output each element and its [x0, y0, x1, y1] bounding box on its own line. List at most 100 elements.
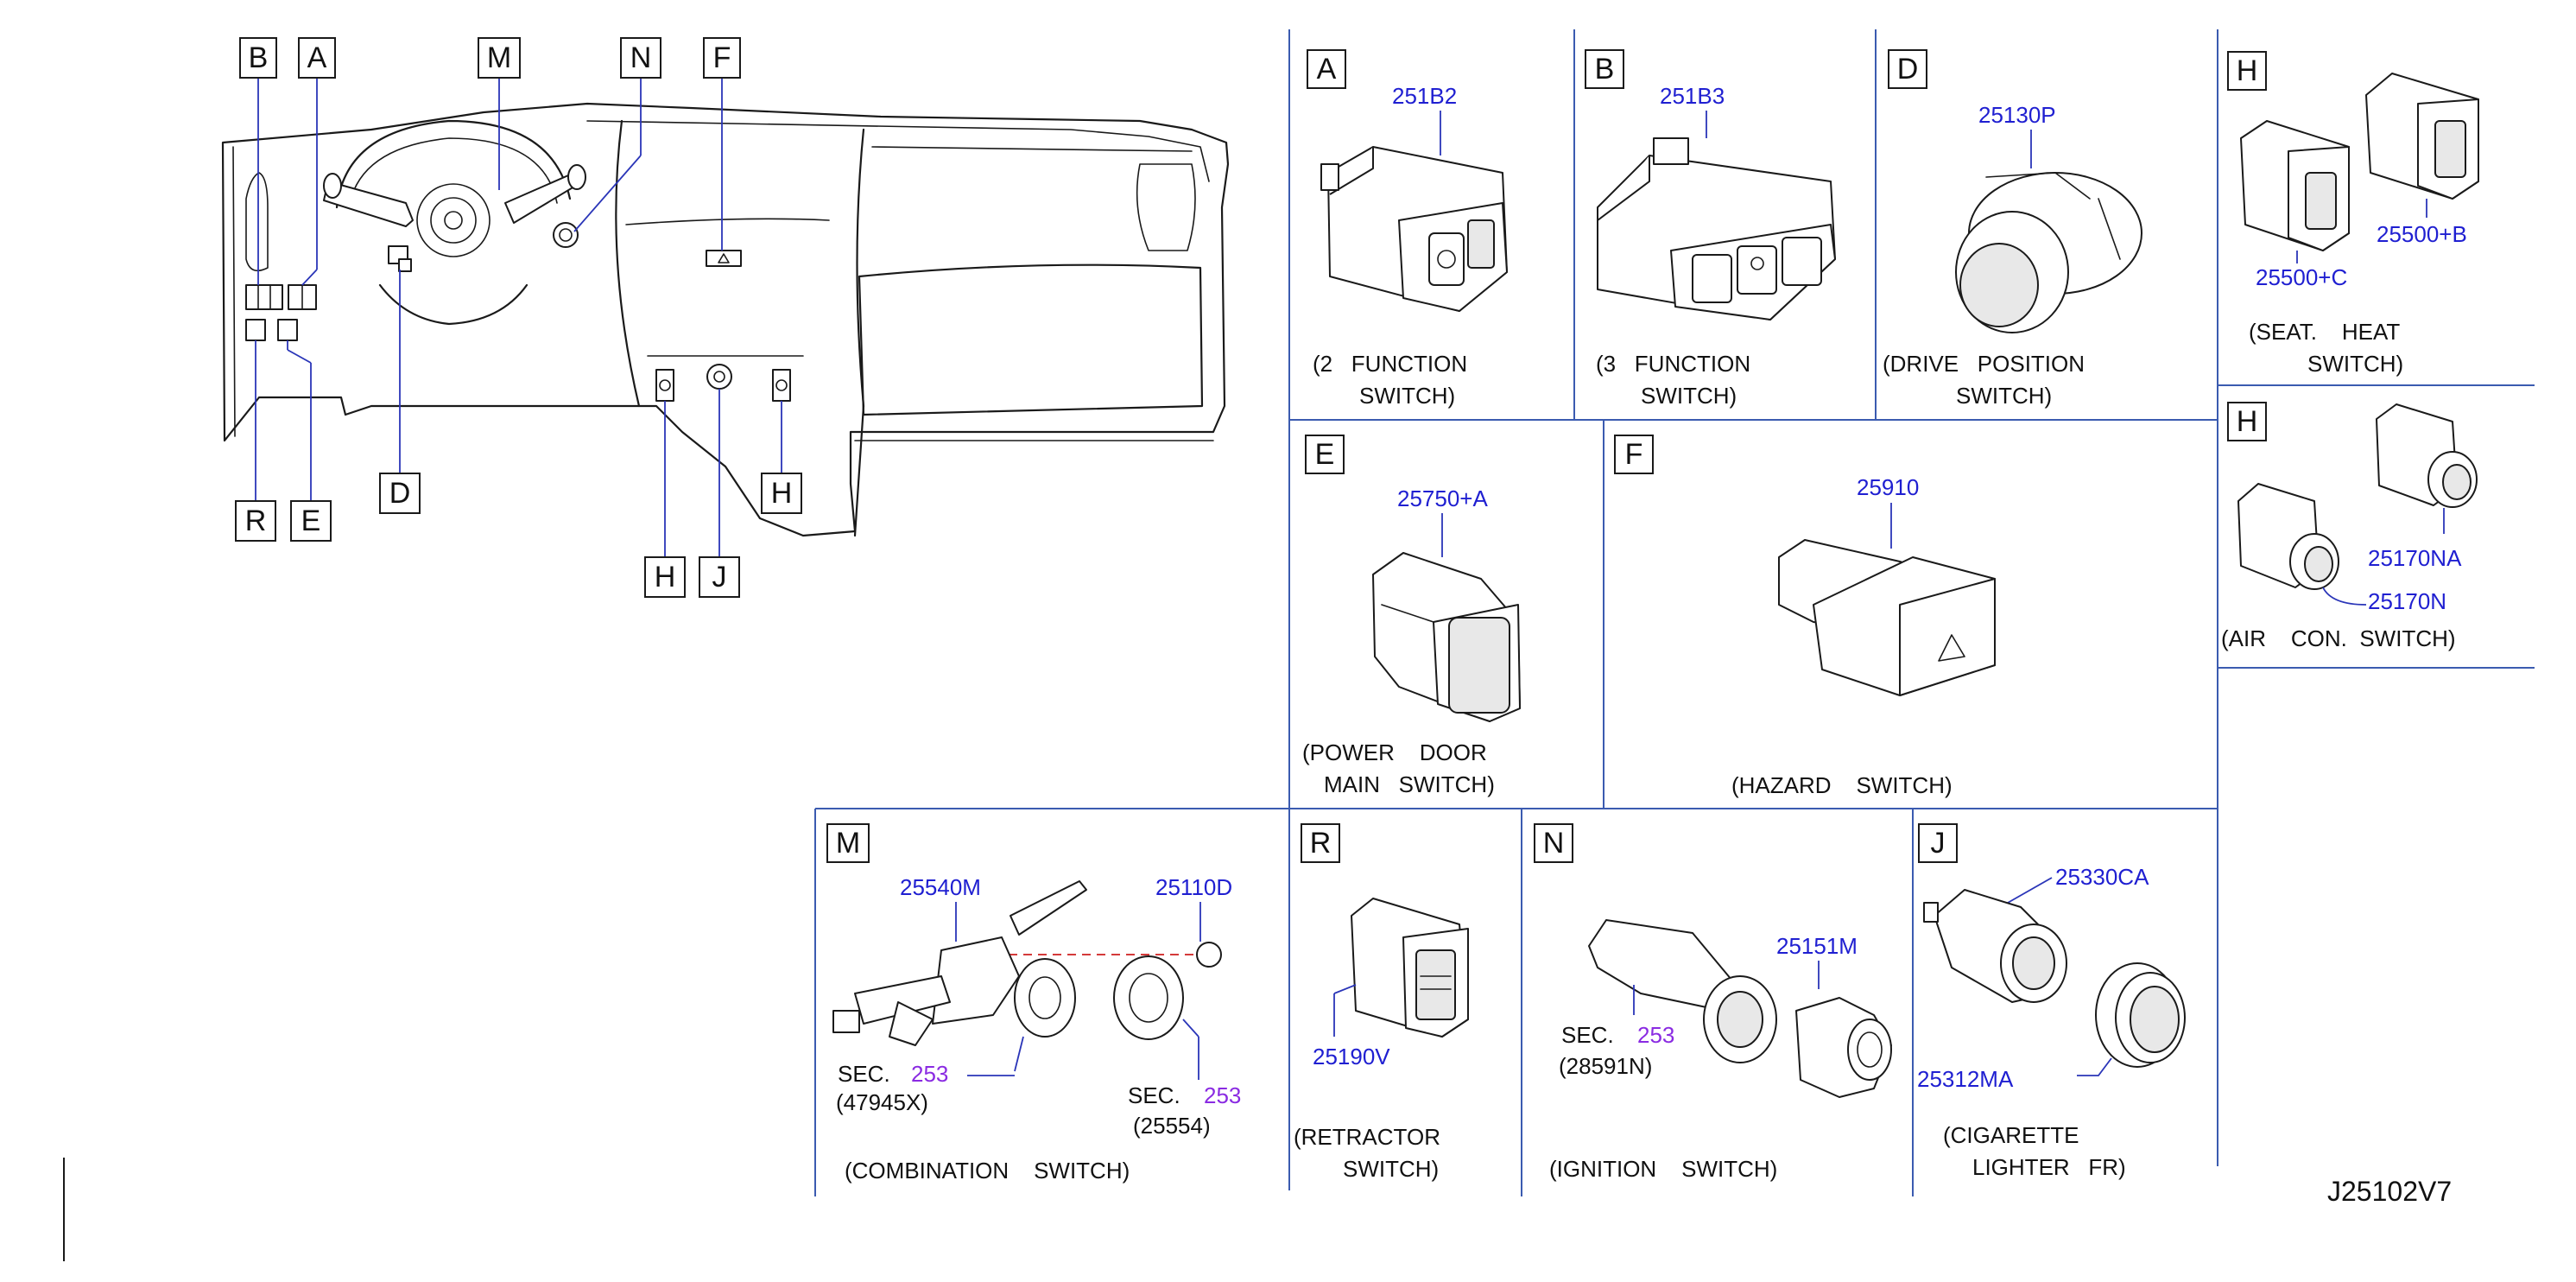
callout-F[interactable]: F: [703, 37, 741, 79]
caption-M: (COMBINATION SWITCH): [845, 1158, 1130, 1184]
section-ref-253-M2[interactable]: 253: [1204, 1082, 1241, 1108]
part-number-25540M[interactable]: 25540M: [900, 874, 981, 900]
part-number-25312MA[interactable]: 25312MA: [1917, 1066, 2014, 1092]
part-number-25170N[interactable]: 25170N: [2368, 588, 2446, 614]
combination-switch-drawing: [832, 880, 1222, 1046]
svg-text:E: E: [301, 505, 321, 537]
drawing-code: J25102V7: [2327, 1176, 2452, 1207]
caption-F: (HAZARD SWITCH): [1731, 772, 1953, 798]
svg-text:R: R: [1310, 827, 1332, 860]
caption-R-line1: (RETRACTOR: [1294, 1124, 1440, 1150]
caption-J-line2: LIGHTER FR): [1972, 1154, 2126, 1180]
section-ref-253-N[interactable]: 253: [1637, 1022, 1674, 1048]
section-ref-253-M1[interactable]: 253: [911, 1061, 948, 1087]
panel-N: N 25151M SEC. 253 (28591N) (IGNITION SWI…: [1534, 823, 1892, 1182]
svg-text:A: A: [1317, 53, 1337, 86]
panel-E-letter: E: [1305, 435, 1345, 474]
caption-R-line2: SWITCH): [1343, 1156, 1439, 1182]
callout-H-left[interactable]: H: [644, 556, 686, 598]
svg-text:F: F: [1625, 438, 1643, 471]
panel-N-letter: N: [1534, 823, 1573, 863]
panel-J-letter: J: [1918, 823, 1958, 863]
caption-J-line1: (CIGARETTE: [1943, 1122, 2079, 1148]
svg-text:H: H: [771, 477, 793, 510]
callout-B[interactable]: B: [239, 37, 277, 79]
svg-text:H: H: [2237, 405, 2258, 438]
caption-D-line2: SWITCH): [1956, 383, 2052, 409]
sec-ref-25554: (25554): [1133, 1113, 1211, 1139]
svg-text:H: H: [2237, 54, 2258, 87]
caption-N: (IGNITION SWITCH): [1549, 1156, 1777, 1182]
two-function-switch-drawing: [1320, 146, 1508, 312]
caption-A-line2: SWITCH): [1359, 383, 1455, 409]
panel-J: J 25330CA 25312MA (CIGARETTE LIGHTER FR): [1917, 823, 2186, 1180]
svg-text:B: B: [249, 41, 269, 74]
panel-D-letter: D: [1888, 49, 1927, 89]
sec-prefix-M2: SEC.: [1128, 1082, 1180, 1108]
callout-H-right[interactable]: H: [761, 473, 802, 514]
panel-E: E 25750+A (POWER DOOR MAIN SWITCH): [1302, 435, 1521, 797]
svg-text:J: J: [1931, 827, 1946, 860]
caption-A-line1: (2 FUNCTION: [1313, 351, 1467, 377]
part-number-25130P[interactable]: 25130P: [1978, 102, 2056, 128]
svg-text:F: F: [713, 41, 731, 74]
sec-prefix-M1: SEC.: [838, 1061, 890, 1087]
caption-D-line1: (DRIVE POSITION: [1883, 351, 2085, 377]
dashboard-overview: B A M N F D R E H H J: [221, 37, 1230, 598]
sec-ref-47945X: (47945X): [836, 1089, 928, 1115]
caption-H-seat-line1: (SEAT. HEAT: [2249, 319, 2400, 345]
sec-ref-28591N: (28591N): [1559, 1053, 1652, 1079]
caption-H-air: (AIR CON. SWITCH): [2221, 625, 2456, 651]
caption-E-line1: (POWER DOOR: [1302, 739, 1487, 765]
part-number-25910[interactable]: 25910: [1857, 474, 1919, 500]
part-number-251B2[interactable]: 251B2: [1392, 83, 1457, 109]
svg-text:J: J: [712, 561, 727, 593]
panel-R: R 25190V (RETRACTOR SWITCH): [1294, 823, 1469, 1182]
panel-grid: [814, 29, 2535, 1196]
cigarette-lighter-drawing: [1923, 889, 2186, 1068]
three-function-switch-drawing: [1597, 137, 1836, 320]
callout-R[interactable]: R: [235, 500, 276, 542]
part-number-25151M[interactable]: 25151M: [1776, 933, 1858, 959]
svg-text:A: A: [307, 41, 327, 74]
part-number-25330CA[interactable]: 25330CA: [2055, 864, 2149, 890]
panel-H-seat-letter: H: [2227, 51, 2267, 91]
seat-heat-switch-drawing: [2240, 73, 2479, 251]
callout-D[interactable]: D: [379, 473, 421, 514]
panel-F-letter: F: [1614, 435, 1654, 474]
retractor-switch-drawing: [1351, 898, 1469, 1038]
hazard-switch-drawing: [1778, 539, 1996, 696]
part-number-25500-B[interactable]: 25500+B: [2377, 221, 2467, 247]
svg-text:D: D: [389, 477, 411, 510]
part-number-25750-A[interactable]: 25750+A: [1397, 486, 1488, 511]
drive-position-switch-drawing: [1955, 172, 2142, 333]
svg-text:N: N: [630, 41, 652, 74]
callout-E[interactable]: E: [290, 500, 332, 542]
svg-text:B: B: [1595, 53, 1615, 86]
panel-M-letter: M: [826, 823, 870, 863]
panel-H-air: H 25170NA 25170N (AIR CON. SWITCH): [2221, 402, 2478, 651]
caption-B-line1: (3 FUNCTION: [1596, 351, 1750, 377]
panel-D: D 25130P (DRIVE POSITION SWITCH): [1883, 49, 2142, 409]
part-number-251B3[interactable]: 251B3: [1660, 83, 1725, 109]
callout-N[interactable]: N: [620, 37, 661, 79]
panel-F: F 25910 (HAZARD SWITCH): [1614, 435, 1996, 798]
panel-H-air-letter: H: [2227, 402, 2267, 441]
part-number-25190V[interactable]: 25190V: [1313, 1044, 1390, 1069]
part-number-25110D[interactable]: 25110D: [1155, 874, 1232, 900]
panel-B-letter: B: [1585, 49, 1624, 89]
svg-text:R: R: [245, 505, 267, 537]
callout-J[interactable]: J: [699, 556, 740, 598]
svg-text:H: H: [655, 561, 676, 593]
part-number-25500-C[interactable]: 25500+C: [2256, 264, 2347, 290]
callout-M[interactable]: M: [478, 37, 521, 79]
callout-A[interactable]: A: [298, 37, 336, 79]
panel-H-seat: H 25500+C 25500+B (SEAT. HEAT SWITCH): [2227, 51, 2479, 377]
part-number-25170NA[interactable]: 25170NA: [2368, 545, 2462, 571]
panel-A: A 251B2 (2 FUNCTION SWITCH): [1307, 49, 1508, 409]
svg-text:E: E: [1315, 438, 1335, 471]
svg-text:M: M: [487, 41, 511, 74]
caption-E-line2: MAIN SWITCH): [1324, 771, 1495, 797]
panel-A-letter: A: [1307, 49, 1346, 89]
